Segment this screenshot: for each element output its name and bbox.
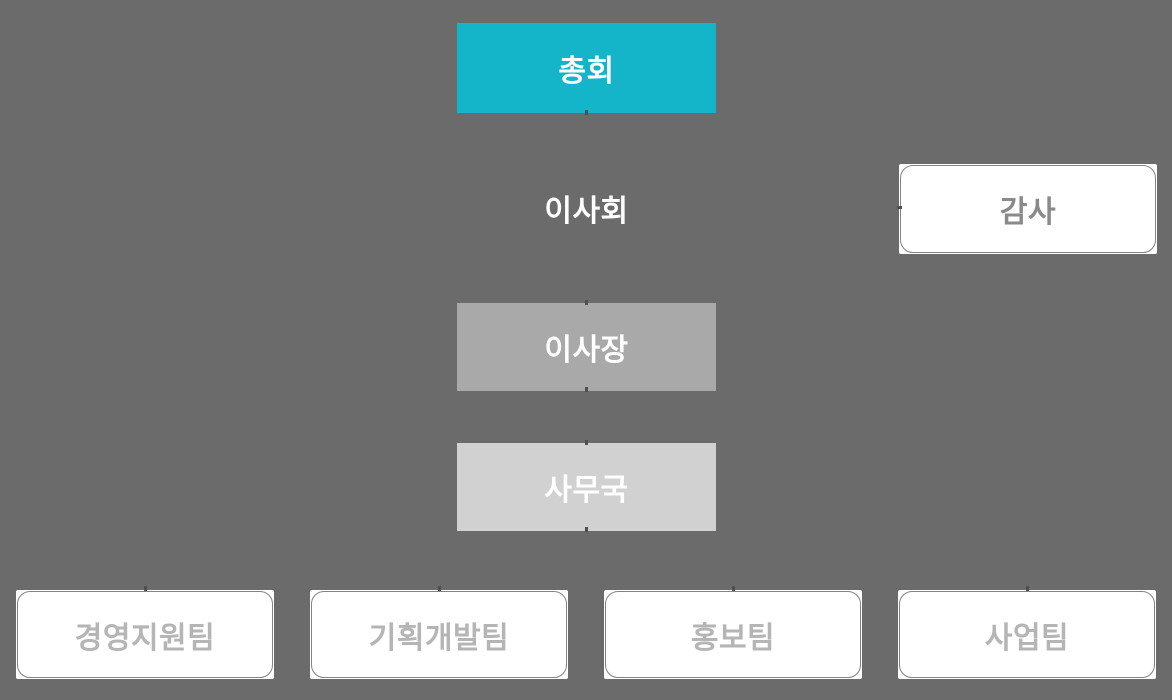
node-team-planning-development-label: 기획개발팀 bbox=[368, 621, 510, 655]
connector-tick bbox=[438, 586, 441, 591]
node-team-management-support-label: 경영지원팀 bbox=[74, 621, 216, 655]
connector-tick bbox=[585, 527, 588, 532]
node-secretariat-label: 사무국 bbox=[544, 474, 629, 507]
node-chairman-label: 이사장 bbox=[544, 334, 629, 367]
connector-tick bbox=[144, 586, 147, 591]
connector-tick bbox=[897, 206, 902, 209]
node-auditor: 감사 bbox=[899, 164, 1157, 254]
connector-tick bbox=[1026, 586, 1029, 591]
node-general-assembly-label: 총회 bbox=[558, 55, 615, 88]
node-team-public-relations: 홍보팀 bbox=[604, 590, 862, 679]
node-team-business-label: 사업팀 bbox=[984, 621, 1070, 655]
node-secretariat: 사무국 bbox=[457, 443, 716, 531]
connector-tick bbox=[585, 440, 588, 445]
node-auditor-label: 감사 bbox=[999, 196, 1057, 229]
node-chairman: 이사장 bbox=[457, 303, 716, 391]
node-team-public-relations-label: 홍보팀 bbox=[690, 621, 776, 655]
node-board-of-directors: 이사회 bbox=[457, 163, 716, 253]
node-team-planning-development: 기획개발팀 bbox=[310, 590, 568, 679]
connector-tick bbox=[585, 387, 588, 392]
node-team-management-support: 경영지원팀 bbox=[16, 590, 274, 679]
connector-tick bbox=[732, 586, 735, 591]
node-board-of-directors-label: 이사회 bbox=[544, 195, 629, 228]
node-general-assembly: 총회 bbox=[457, 23, 716, 113]
connector-tick bbox=[585, 110, 588, 115]
connector-tick bbox=[585, 300, 588, 305]
node-team-business: 사업팀 bbox=[898, 590, 1156, 679]
